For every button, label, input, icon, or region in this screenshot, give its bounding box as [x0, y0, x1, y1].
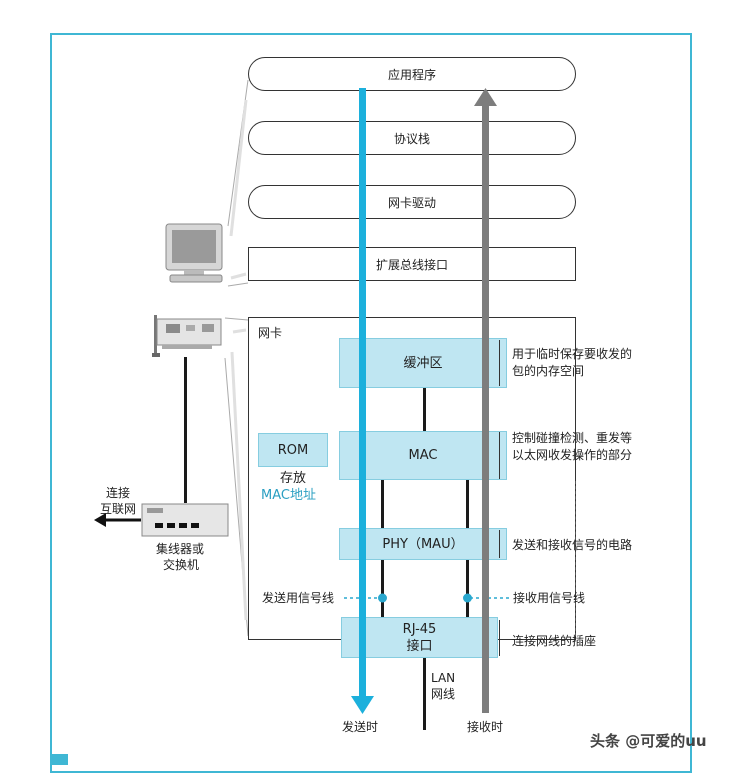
recv-signal-label: 接收用信号线	[513, 591, 586, 605]
lan-label-line1: LAN	[431, 671, 456, 685]
rom-desc-line2: MAC地址	[261, 488, 316, 503]
watermark: 头条 @可爱的uu	[590, 732, 707, 750]
buffer-annotation-line2: 包的内存空间	[512, 364, 585, 378]
rj45-label-line2: 接口	[406, 638, 433, 654]
phy-label: PHY（MAU）	[382, 536, 464, 552]
card-to-hub-cable	[184, 357, 187, 503]
send-arrow	[351, 88, 374, 714]
layer-protocol-stack: 协议栈	[248, 121, 576, 155]
corner-marker	[52, 754, 68, 765]
lan-label-line2: 网线	[431, 687, 456, 701]
wire-mac-phy-right	[466, 480, 469, 528]
phy-box: PHY（MAU）	[339, 528, 507, 560]
internet-label-line1: 连接	[106, 486, 131, 500]
buffer-bracket	[499, 340, 506, 386]
layer-application-label: 应用程序	[387, 67, 436, 82]
wire-phy-rj45-right	[466, 560, 469, 617]
send-signal-dot	[378, 593, 387, 603]
rj45-box: RJ-45 接口	[341, 617, 498, 658]
wire-phy-rj45-left	[381, 560, 384, 617]
send-flow-label: 发送时	[342, 720, 379, 734]
recv-flow-label: 接收时	[467, 720, 504, 734]
hub-switch-icon	[141, 503, 229, 537]
rom-desc-line1: 存放	[280, 471, 307, 486]
buffer-label: 缓冲区	[403, 355, 443, 371]
nic-label: 网卡	[258, 326, 283, 340]
mac-box: MAC	[339, 431, 507, 480]
rom-box: ROM	[258, 433, 328, 467]
phy-bracket	[499, 530, 506, 558]
bus-interface-label: 扩展总线接口	[375, 257, 448, 272]
buffer-box: 缓冲区	[339, 338, 507, 388]
rom-label: ROM	[277, 442, 309, 458]
lan-cable	[423, 658, 426, 730]
rj45-annotation: 连接网线的插座	[512, 634, 597, 648]
layer-nic-driver-label: 网卡驱动	[387, 195, 436, 210]
rj45-label-line1: RJ-45	[402, 621, 437, 637]
recv-signal-dot	[463, 593, 472, 603]
bus-interface-box: 扩展总线接口	[248, 247, 576, 281]
mac-annotation-line2: 以太网收发操作的部分	[512, 448, 633, 462]
mac-annotation-line1: 控制碰撞检测、重发等	[512, 431, 633, 445]
layer-application: 应用程序	[248, 57, 576, 91]
mac-bracket	[499, 432, 506, 479]
network-card-icon	[152, 315, 222, 357]
wire-buffer-mac	[423, 388, 426, 431]
right-dashed-edge	[575, 481, 577, 636]
mac-label: MAC	[408, 448, 438, 463]
internet-label-line2: 互联网	[100, 502, 137, 516]
layer-nic-driver: 网卡驱动	[248, 185, 576, 219]
layer-protocol-stack-label: 协议栈	[393, 131, 430, 146]
hub-label-line1: 集线器或	[156, 542, 205, 556]
phy-annotation: 发送和接收信号的电路	[512, 538, 633, 552]
recv-arrow	[474, 88, 497, 713]
buffer-annotation-line1: 用于临时保存要收发的	[512, 347, 633, 361]
send-signal-label: 发送用信号线	[262, 591, 335, 605]
hub-label-line2: 交换机	[163, 558, 200, 572]
computer-monitor-icon	[165, 223, 223, 283]
wire-mac-phy-left	[381, 480, 384, 528]
rj45-bracket	[499, 620, 506, 656]
